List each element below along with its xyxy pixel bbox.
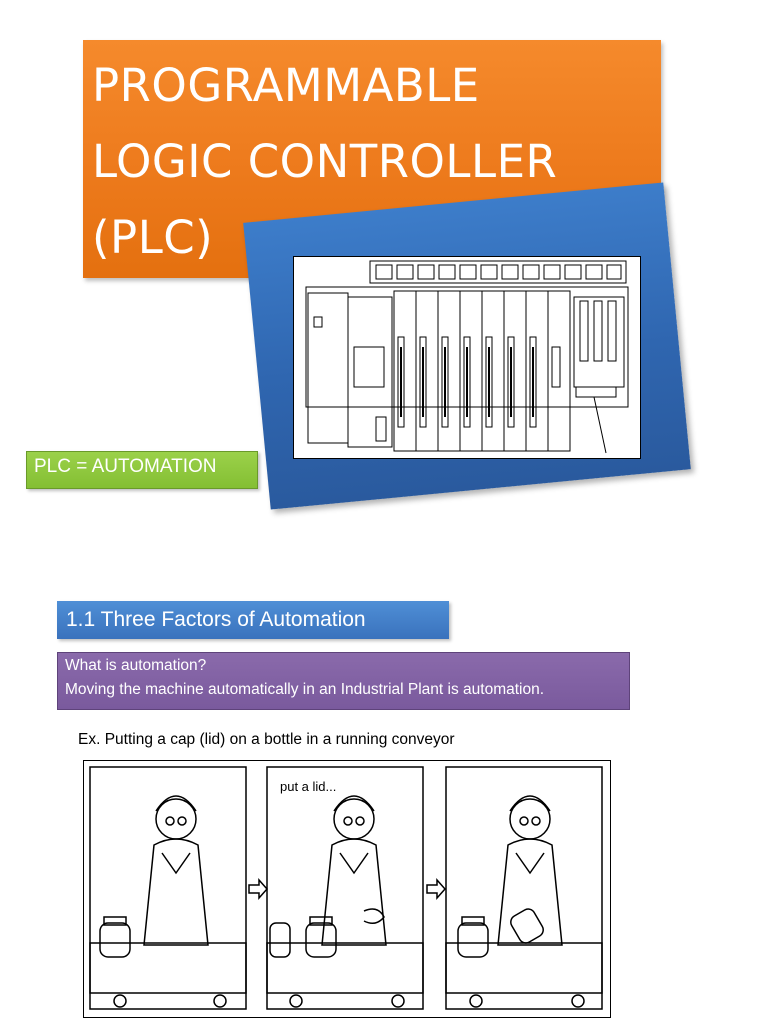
title-line-3: (PLC)	[92, 211, 214, 264]
plc-hardware-illustration	[293, 256, 641, 459]
title-line-2: LOGIC CONTROLLER	[92, 135, 558, 188]
comic-illustration	[89, 766, 603, 1010]
title-line-1: PROGRAMMABLE	[92, 59, 480, 112]
definition-answer: Moving the machine automatically in an I…	[65, 681, 545, 698]
section-heading: 1.1 Three Factors of Automation	[66, 608, 366, 631]
definition-box	[57, 652, 630, 710]
plc-rack-drawing	[305, 260, 629, 454]
plc-label-box	[26, 451, 258, 489]
page-title: PROGRAMMABLE LOGIC CONTROLLER (PLC)	[92, 48, 652, 276]
example-text: Ex. Putting a cap (lid) on a bottle in a…	[78, 731, 455, 748]
definition-question: What is automation?	[65, 657, 207, 674]
comic-caption: put a lid...	[280, 779, 337, 794]
plc-label-text: PLC = AUTOMATION	[34, 456, 217, 477]
section-header-box	[57, 601, 449, 639]
comic-strip	[83, 760, 611, 1018]
